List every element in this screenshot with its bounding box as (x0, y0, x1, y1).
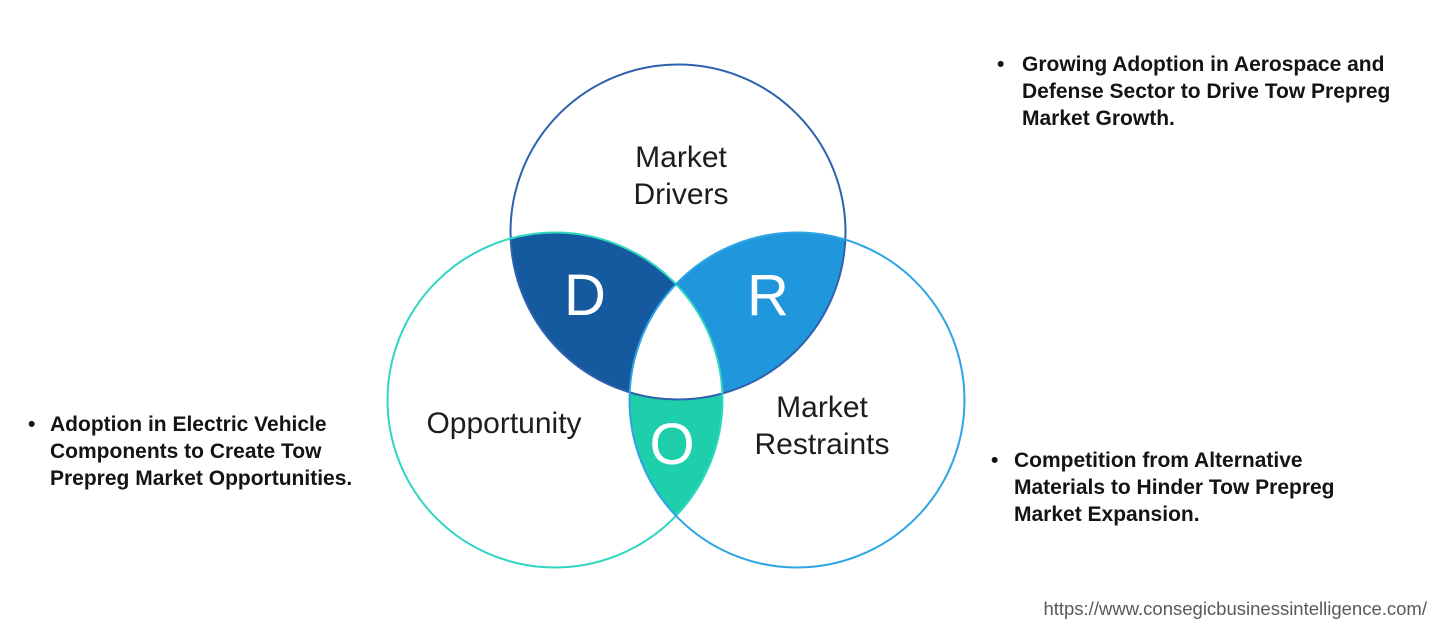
venn-label-opportunity: Opportunity (426, 407, 581, 440)
bullet-icon: • (997, 53, 1005, 76)
bullet-opportunity-line1: Adoption in Electric Vehicle (50, 413, 327, 436)
bullet-drivers-line3: Market Growth. (1022, 107, 1175, 130)
bullet-icon: • (991, 449, 999, 472)
bullet-drivers-text: Growing Adoption in Aerospace and Defens… (1022, 51, 1390, 132)
bullet-opportunity-line3: Prepreg Market Opportunities. (50, 467, 353, 490)
venn-circle-restraints (628, 231, 966, 569)
bullet-restraints-line2: Materials to Hinder Tow Prepreg (1014, 476, 1335, 499)
venn-label-drivers-line2: Drivers (634, 178, 729, 211)
bullet-restraints-text: Competition from Alternative Materials t… (1014, 447, 1335, 528)
venn-label-restraints-line1: Market (776, 391, 868, 424)
bullet-opportunity-text: Adoption in Electric Vehicle Components … (50, 411, 352, 492)
bullet-drivers: • Growing Adoption in Aerospace and Defe… (997, 51, 1427, 132)
bullet-drivers-line1: Growing Adoption in Aerospace and (1022, 53, 1385, 76)
venn-label-drivers-line1: Market (635, 141, 727, 174)
venn-circle-drivers (509, 63, 847, 401)
bullet-opportunity: • Adoption in Electric Vehicle Component… (28, 411, 408, 492)
venn-circle-opportunity (386, 231, 724, 569)
intersection-drivers-opportunity (510, 232, 723, 400)
intersection-letter-d: D (564, 263, 606, 328)
intersection-letter-o: O (649, 412, 694, 477)
bullet-restraints-line3: Market Expansion. (1014, 503, 1200, 526)
bullet-restraints: • Competition from Alternative Materials… (991, 447, 1421, 528)
intersection-letter-r: R (747, 263, 789, 328)
bullet-icon: • (28, 413, 36, 436)
bullet-opportunity-line2: Components to Create Tow (50, 440, 322, 463)
bullet-restraints-line1: Competition from Alternative (1014, 449, 1303, 472)
bullet-drivers-line2: Defense Sector to Drive Tow Prepreg (1022, 80, 1391, 103)
intersection-drivers-restraints (629, 232, 846, 400)
source-url: https://www.consegicbusinessintelligence… (1043, 598, 1427, 619)
venn-label-restraints-line2: Restraints (754, 428, 889, 461)
